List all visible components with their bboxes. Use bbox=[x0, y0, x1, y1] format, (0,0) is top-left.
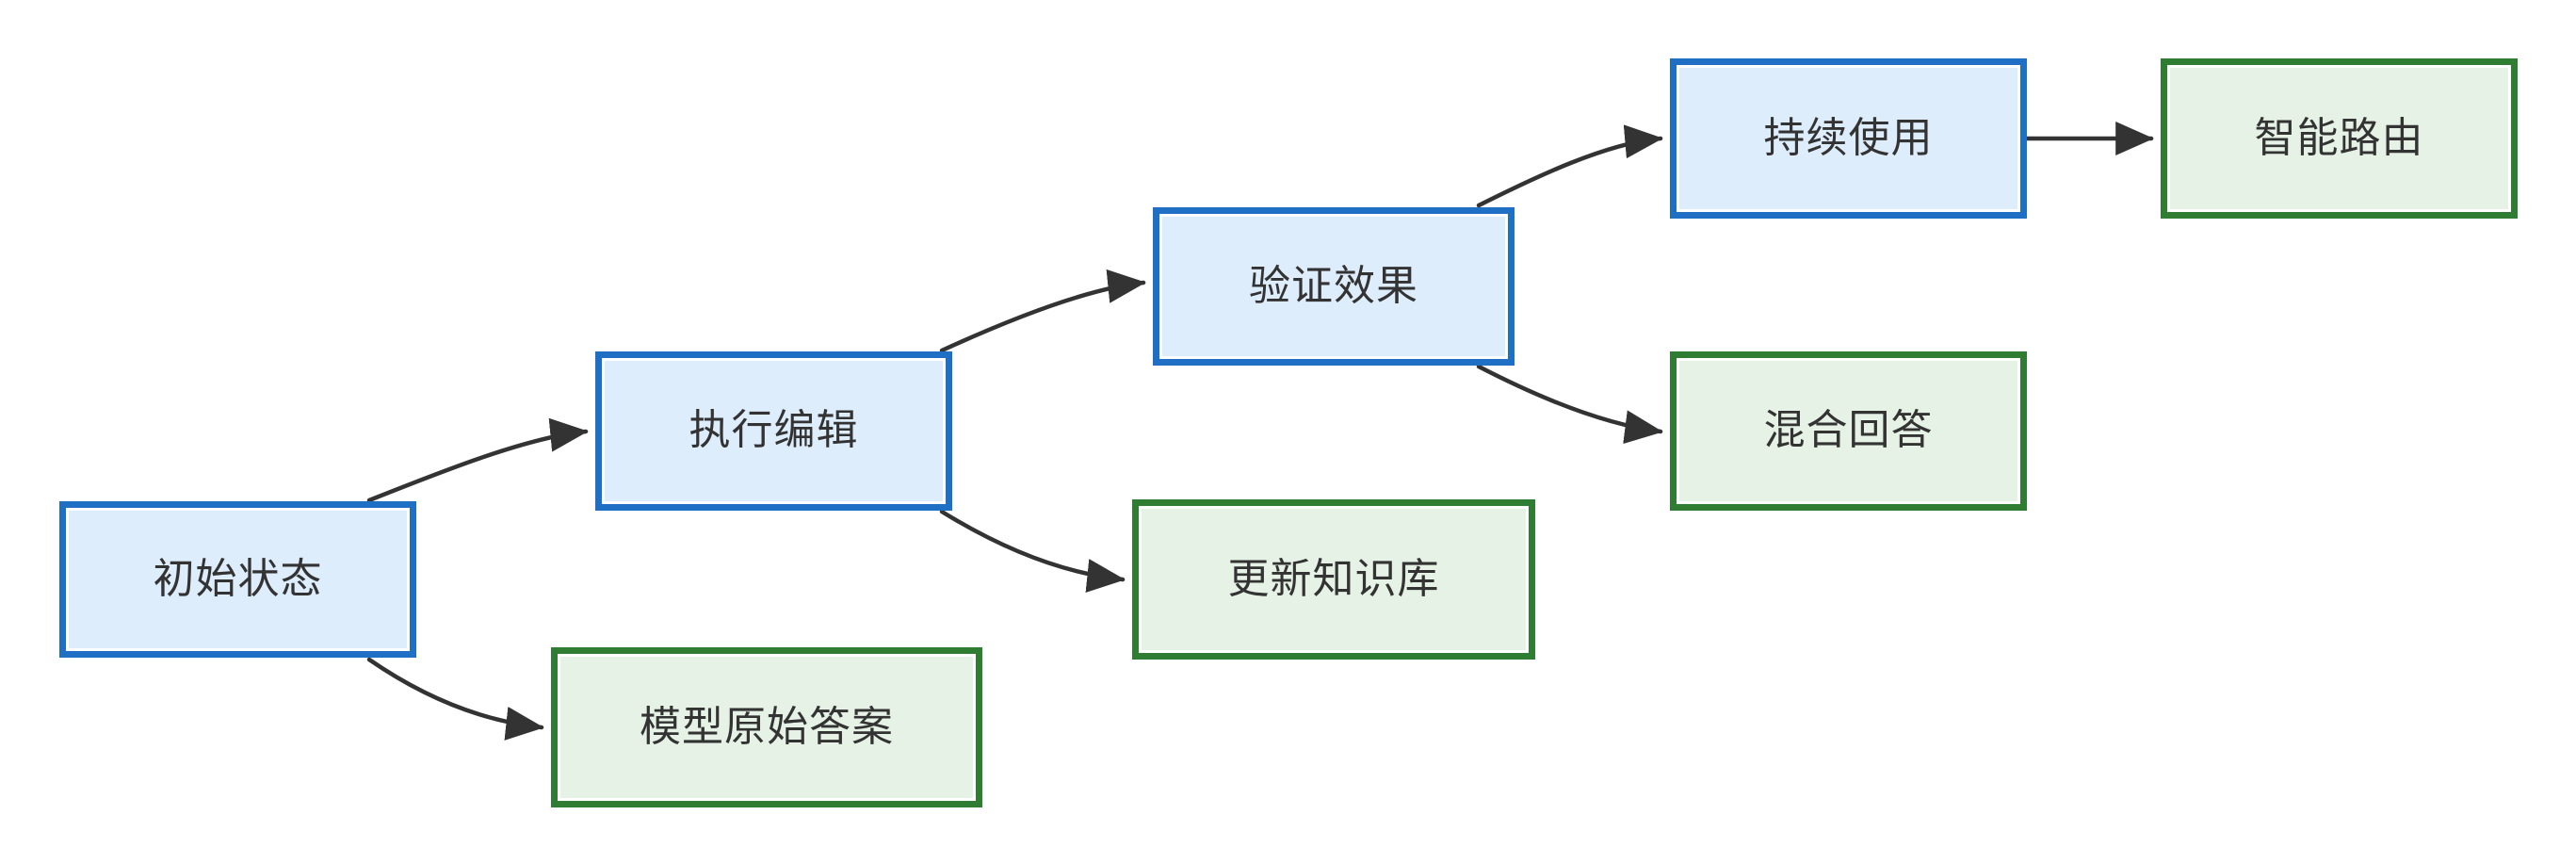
node-verify-effect[interactable]: 验证效果 bbox=[1153, 207, 1515, 366]
edge-arrow bbox=[1476, 364, 1663, 445]
node-model-original-answer[interactable]: 模型原始答案 bbox=[551, 647, 982, 807]
edge-arrow bbox=[366, 417, 589, 503]
node-label: 更新知识库 bbox=[1227, 555, 1440, 602]
node-mixed-answer[interactable]: 混合回答 bbox=[1670, 351, 2027, 511]
edge-arrow bbox=[939, 509, 1126, 593]
edge-arrow bbox=[939, 269, 1146, 353]
node-label: 持续使用 bbox=[1763, 114, 1934, 161]
edge-arrow bbox=[366, 657, 544, 741]
node-perform-edit[interactable]: 执行编辑 bbox=[595, 351, 952, 511]
node-label: 验证效果 bbox=[1249, 262, 1418, 309]
node-label: 模型原始答案 bbox=[640, 703, 894, 750]
node-initial-state[interactable]: 初始状态 bbox=[59, 501, 416, 658]
node-label: 混合回答 bbox=[1763, 407, 1934, 454]
node-continued-use[interactable]: 持续使用 bbox=[1670, 58, 2027, 219]
node-label: 智能路由 bbox=[2254, 114, 2424, 161]
node-update-knowledge-base[interactable]: 更新知识库 bbox=[1132, 499, 1535, 660]
node-label: 初始状态 bbox=[153, 555, 323, 602]
node-label: 执行编辑 bbox=[689, 407, 859, 454]
node-smart-routing[interactable]: 智能路由 bbox=[2161, 58, 2518, 219]
edge-arrow bbox=[1476, 124, 1663, 208]
